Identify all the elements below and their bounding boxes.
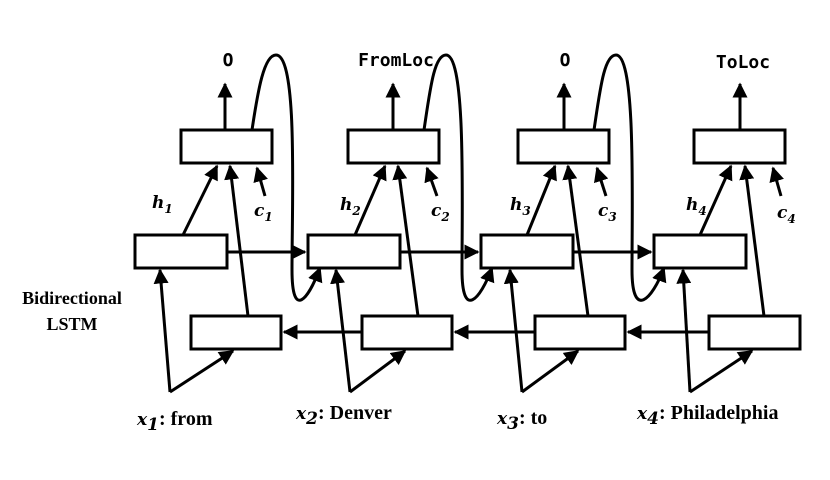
forward-lstm-cell-3	[479, 233, 575, 270]
column-1: O h1 c1 x1: from	[133, 50, 323, 435]
context-label-1: c1	[254, 201, 273, 224]
output-label-4: ToLoc	[716, 52, 770, 73]
input-label-3: x3: to	[496, 407, 547, 434]
context-arrow-2	[424, 166, 439, 197]
input-to-forward-arrow-1	[153, 268, 172, 393]
column-2: FromLoc h2 c2 x2: Denver	[295, 50, 495, 429]
backward-to-output-arrow-1	[224, 164, 250, 317]
backward-lstm-cell-3	[533, 314, 627, 351]
column-4: ToLoc h4 c4 x4: Philadelphia	[636, 52, 802, 429]
loop-arrow-1	[250, 53, 323, 302]
side-label-line1: Bidirectional	[22, 288, 122, 308]
input-label-1: x1: from	[136, 408, 213, 435]
context-label-2: c2	[431, 201, 450, 224]
output-label-2: FromLoc	[358, 50, 434, 71]
loop-arrow-3	[592, 53, 667, 302]
backward-to-output-arrow-4	[739, 164, 766, 317]
forward-lstm-cell-1	[133, 233, 229, 270]
input-to-backward-arrow-3	[521, 349, 580, 394]
backward-lstm-cell-1	[189, 314, 283, 351]
hidden-arrow-2	[353, 164, 387, 236]
input-to-backward-arrow-2	[349, 349, 407, 394]
backward-to-output-arrow-2	[392, 164, 420, 317]
forward-lstm-cell-4	[652, 233, 748, 270]
output-box-3	[516, 128, 611, 165]
hidden-label-3: h3	[510, 195, 531, 218]
input-label-2: x2: Denver	[295, 402, 392, 429]
hidden-label-4: h4	[686, 195, 707, 218]
backward-to-output-arrow-3	[562, 164, 590, 317]
backward-lstm-cell-4	[707, 314, 802, 351]
output-box-1	[179, 128, 274, 165]
column-3: O h3 c3 x3: to	[479, 50, 667, 434]
context-arrow-4	[769, 166, 784, 197]
context-label-3: c3	[598, 201, 617, 224]
hidden-label-1: h1	[152, 193, 173, 216]
hidden-arrow-3	[525, 164, 557, 236]
hidden-label-2: h2	[340, 195, 361, 218]
input-to-backward-arrow-4	[689, 349, 754, 394]
context-arrow-1	[253, 166, 268, 197]
context-arrow-3	[593, 166, 609, 197]
output-label-1: O	[223, 50, 234, 71]
input-to-backward-arrow-1	[169, 349, 235, 394]
output-label-3: O	[560, 50, 571, 71]
loop-arrow-2	[422, 53, 495, 302]
hidden-arrow-1	[181, 164, 219, 236]
backward-lstm-cell-2	[360, 314, 454, 351]
side-label-line2: LSTM	[46, 314, 97, 334]
hidden-arrow-4	[698, 164, 733, 236]
input-label-4: x4: Philadelphia	[636, 402, 778, 429]
output-box-2	[346, 128, 441, 165]
context-label-4: c4	[777, 203, 796, 226]
output-box-4	[692, 128, 787, 165]
forward-lstm-cell-2	[306, 233, 402, 270]
